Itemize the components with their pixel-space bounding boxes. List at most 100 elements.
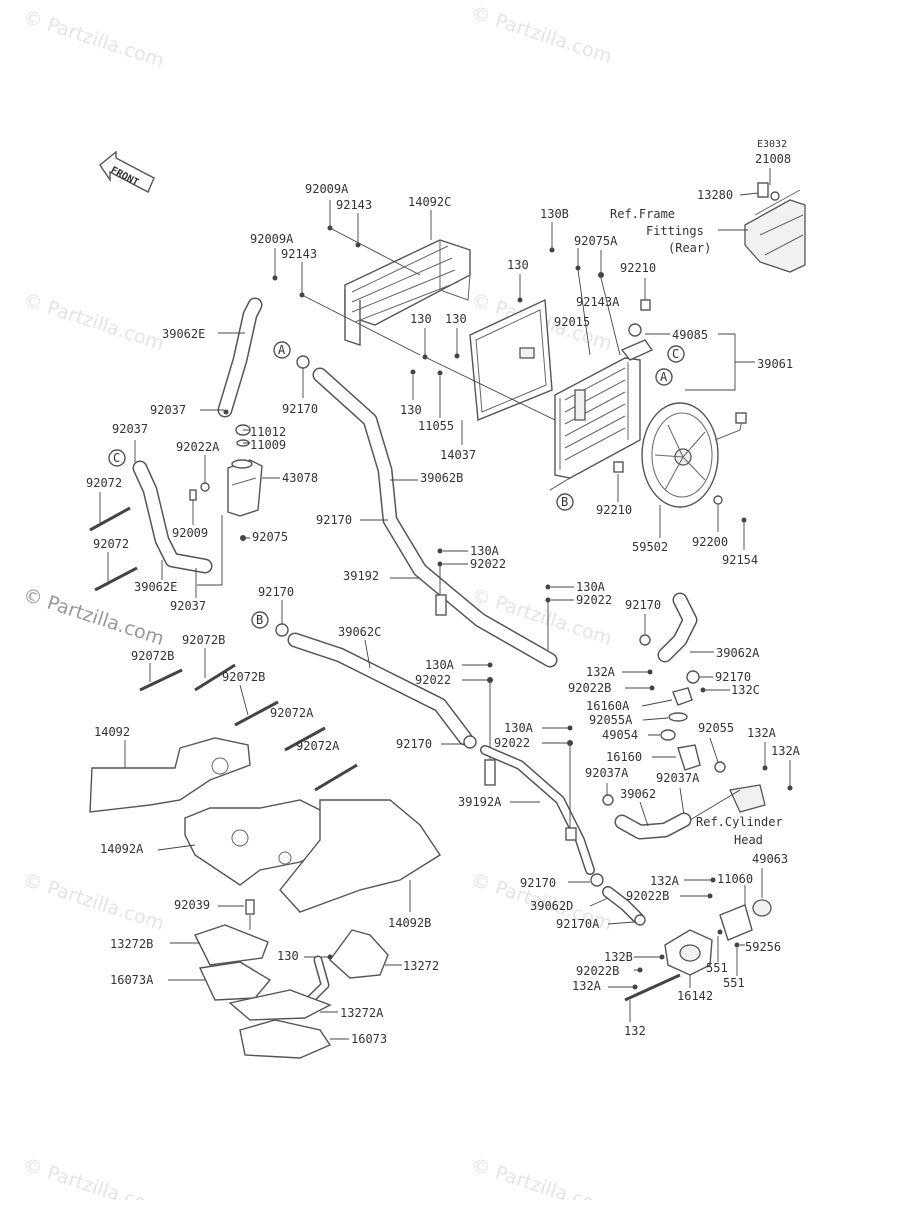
ref-rear-label: (Rear) xyxy=(668,241,711,255)
label-92210-2: 92210 xyxy=(596,503,632,517)
label-92022-2: 92022 xyxy=(576,593,612,607)
callout-a-left: A xyxy=(273,341,291,359)
label-551-2: 551 xyxy=(723,976,745,990)
label-92022-4: 92022 xyxy=(494,736,530,750)
label-16142: 16142 xyxy=(677,989,713,1003)
label-92022-1: 92022 xyxy=(470,557,506,571)
label-92037A-2: 92037A xyxy=(656,771,700,785)
label-39062E-2: 39062E xyxy=(134,580,177,594)
label-49063: 49063 xyxy=(752,852,788,866)
label-92170A: 92170A xyxy=(556,917,600,931)
label-130B: 130B xyxy=(540,207,569,221)
watermark-9: © Partzilla.com xyxy=(20,1154,166,1200)
ref-cylinder-label: Ref.Cylinder xyxy=(696,815,783,829)
water-pump-graphic xyxy=(624,899,772,1002)
label-92055A: 92055A xyxy=(589,713,633,727)
label-92039: 92039 xyxy=(174,898,210,912)
label-11060: 11060 xyxy=(717,872,753,886)
label-11055: 11055 xyxy=(418,419,454,433)
watermark-3: © Partzilla.com xyxy=(20,289,166,355)
label-92143-2: 92143 xyxy=(281,247,317,261)
label-49085: 49085 xyxy=(672,328,708,342)
label-132A-1: 132A xyxy=(586,665,616,679)
label-92072-1: 92072 xyxy=(86,476,122,490)
label-92022B-1: 92022B xyxy=(568,681,611,695)
label-14092B: 14092B xyxy=(388,916,431,930)
watermark-7: © Partzilla.com xyxy=(20,869,166,935)
label-92037-3: 92037 xyxy=(170,599,206,613)
skid-plate-14092 xyxy=(89,737,251,813)
label-13272A: 13272A xyxy=(340,1006,384,1020)
guard-13272a xyxy=(228,989,332,1021)
label-16073: 16073 xyxy=(351,1032,387,1046)
label-92170-3: 92170 xyxy=(625,598,661,612)
label-92022B-2: 92022B xyxy=(626,889,669,903)
radiator-shroud-graphic xyxy=(344,239,471,346)
label-92072A-1: 92072A xyxy=(270,706,314,720)
pipe-39192a xyxy=(480,745,595,875)
label-132B: 132B xyxy=(604,950,633,964)
label-92009A-2: 92009A xyxy=(250,232,294,246)
label-132C: 132C xyxy=(731,683,760,697)
label-13280: 13280 xyxy=(697,188,733,202)
watermark-1: © Partzilla.com xyxy=(20,6,166,72)
label-92200: 92200 xyxy=(692,535,728,549)
callout-c-left: C xyxy=(108,449,126,467)
label-92154: 92154 xyxy=(722,553,758,567)
label-92072B-2: 92072B xyxy=(182,633,225,647)
callout-c-radiator: C xyxy=(667,345,685,363)
label-59256: 59256 xyxy=(745,940,781,954)
label-92009A-1: 92009A xyxy=(305,182,349,196)
label-551-1: 551 xyxy=(706,961,728,975)
label-39192A: 39192A xyxy=(458,795,502,809)
label-130-3: 130 xyxy=(445,312,467,326)
radiator-screen-graphic xyxy=(469,298,553,422)
watermark-10: © Partzilla.com xyxy=(468,1154,614,1200)
label-130-5: 130 xyxy=(277,949,299,963)
label-92037-2: 92037 xyxy=(112,422,148,436)
label-21008: 21008 xyxy=(755,152,791,166)
label-92022-3: 92022 xyxy=(415,673,451,687)
label-92170-5: 92170 xyxy=(715,670,751,684)
label-130A-4: 130A xyxy=(504,721,534,735)
label-14092: 14092 xyxy=(94,725,130,739)
svg-text:C: C xyxy=(672,347,679,361)
label-39062D: 39062D xyxy=(530,899,573,913)
label-16160: 16160 xyxy=(606,750,642,764)
label-43078: 43078 xyxy=(282,471,318,485)
label-92009: 92009 xyxy=(172,526,208,540)
label-92075: 92075 xyxy=(252,530,288,544)
label-14037: 14037 xyxy=(440,448,476,462)
thermostat-housing-graphic xyxy=(660,687,766,813)
ref-fittings-label: Fittings xyxy=(646,224,704,238)
svg-text:A: A xyxy=(660,370,668,384)
label-130A-3: 130A xyxy=(425,658,455,672)
radiator-core-graphic xyxy=(554,323,654,479)
front-arrow: FRONT xyxy=(99,150,155,193)
label-130-1: 130 xyxy=(507,258,529,272)
label-92143A: 92143A xyxy=(576,295,620,309)
guard-13272b xyxy=(194,924,269,966)
callout-a-radiator: A xyxy=(655,368,673,386)
label-13272B: 13272B xyxy=(110,937,153,951)
label-92055: 92055 xyxy=(698,721,734,735)
label-92143-1: 92143 xyxy=(336,198,372,212)
label-132A-4: 132A xyxy=(650,874,680,888)
guard-16073a xyxy=(198,961,272,1001)
label-16160A: 16160A xyxy=(586,699,630,713)
ref-head-label: Head xyxy=(734,833,763,847)
label-11012: 11012 xyxy=(250,425,286,439)
label-132A-3: 132A xyxy=(771,744,801,758)
label-132A-5: 132A xyxy=(572,979,602,993)
label-39062B: 39062B xyxy=(420,471,463,485)
label-132A-2: 132A xyxy=(747,726,777,740)
guard-16073 xyxy=(239,1019,332,1059)
frame-fittings-graphic xyxy=(744,182,806,273)
svg-text:A: A xyxy=(278,343,286,357)
label-92072-2: 92072 xyxy=(93,537,129,551)
label-132: 132 xyxy=(624,1024,646,1038)
label-39062C: 39062C xyxy=(338,625,381,639)
label-92022B-3: 92022B xyxy=(576,964,619,978)
